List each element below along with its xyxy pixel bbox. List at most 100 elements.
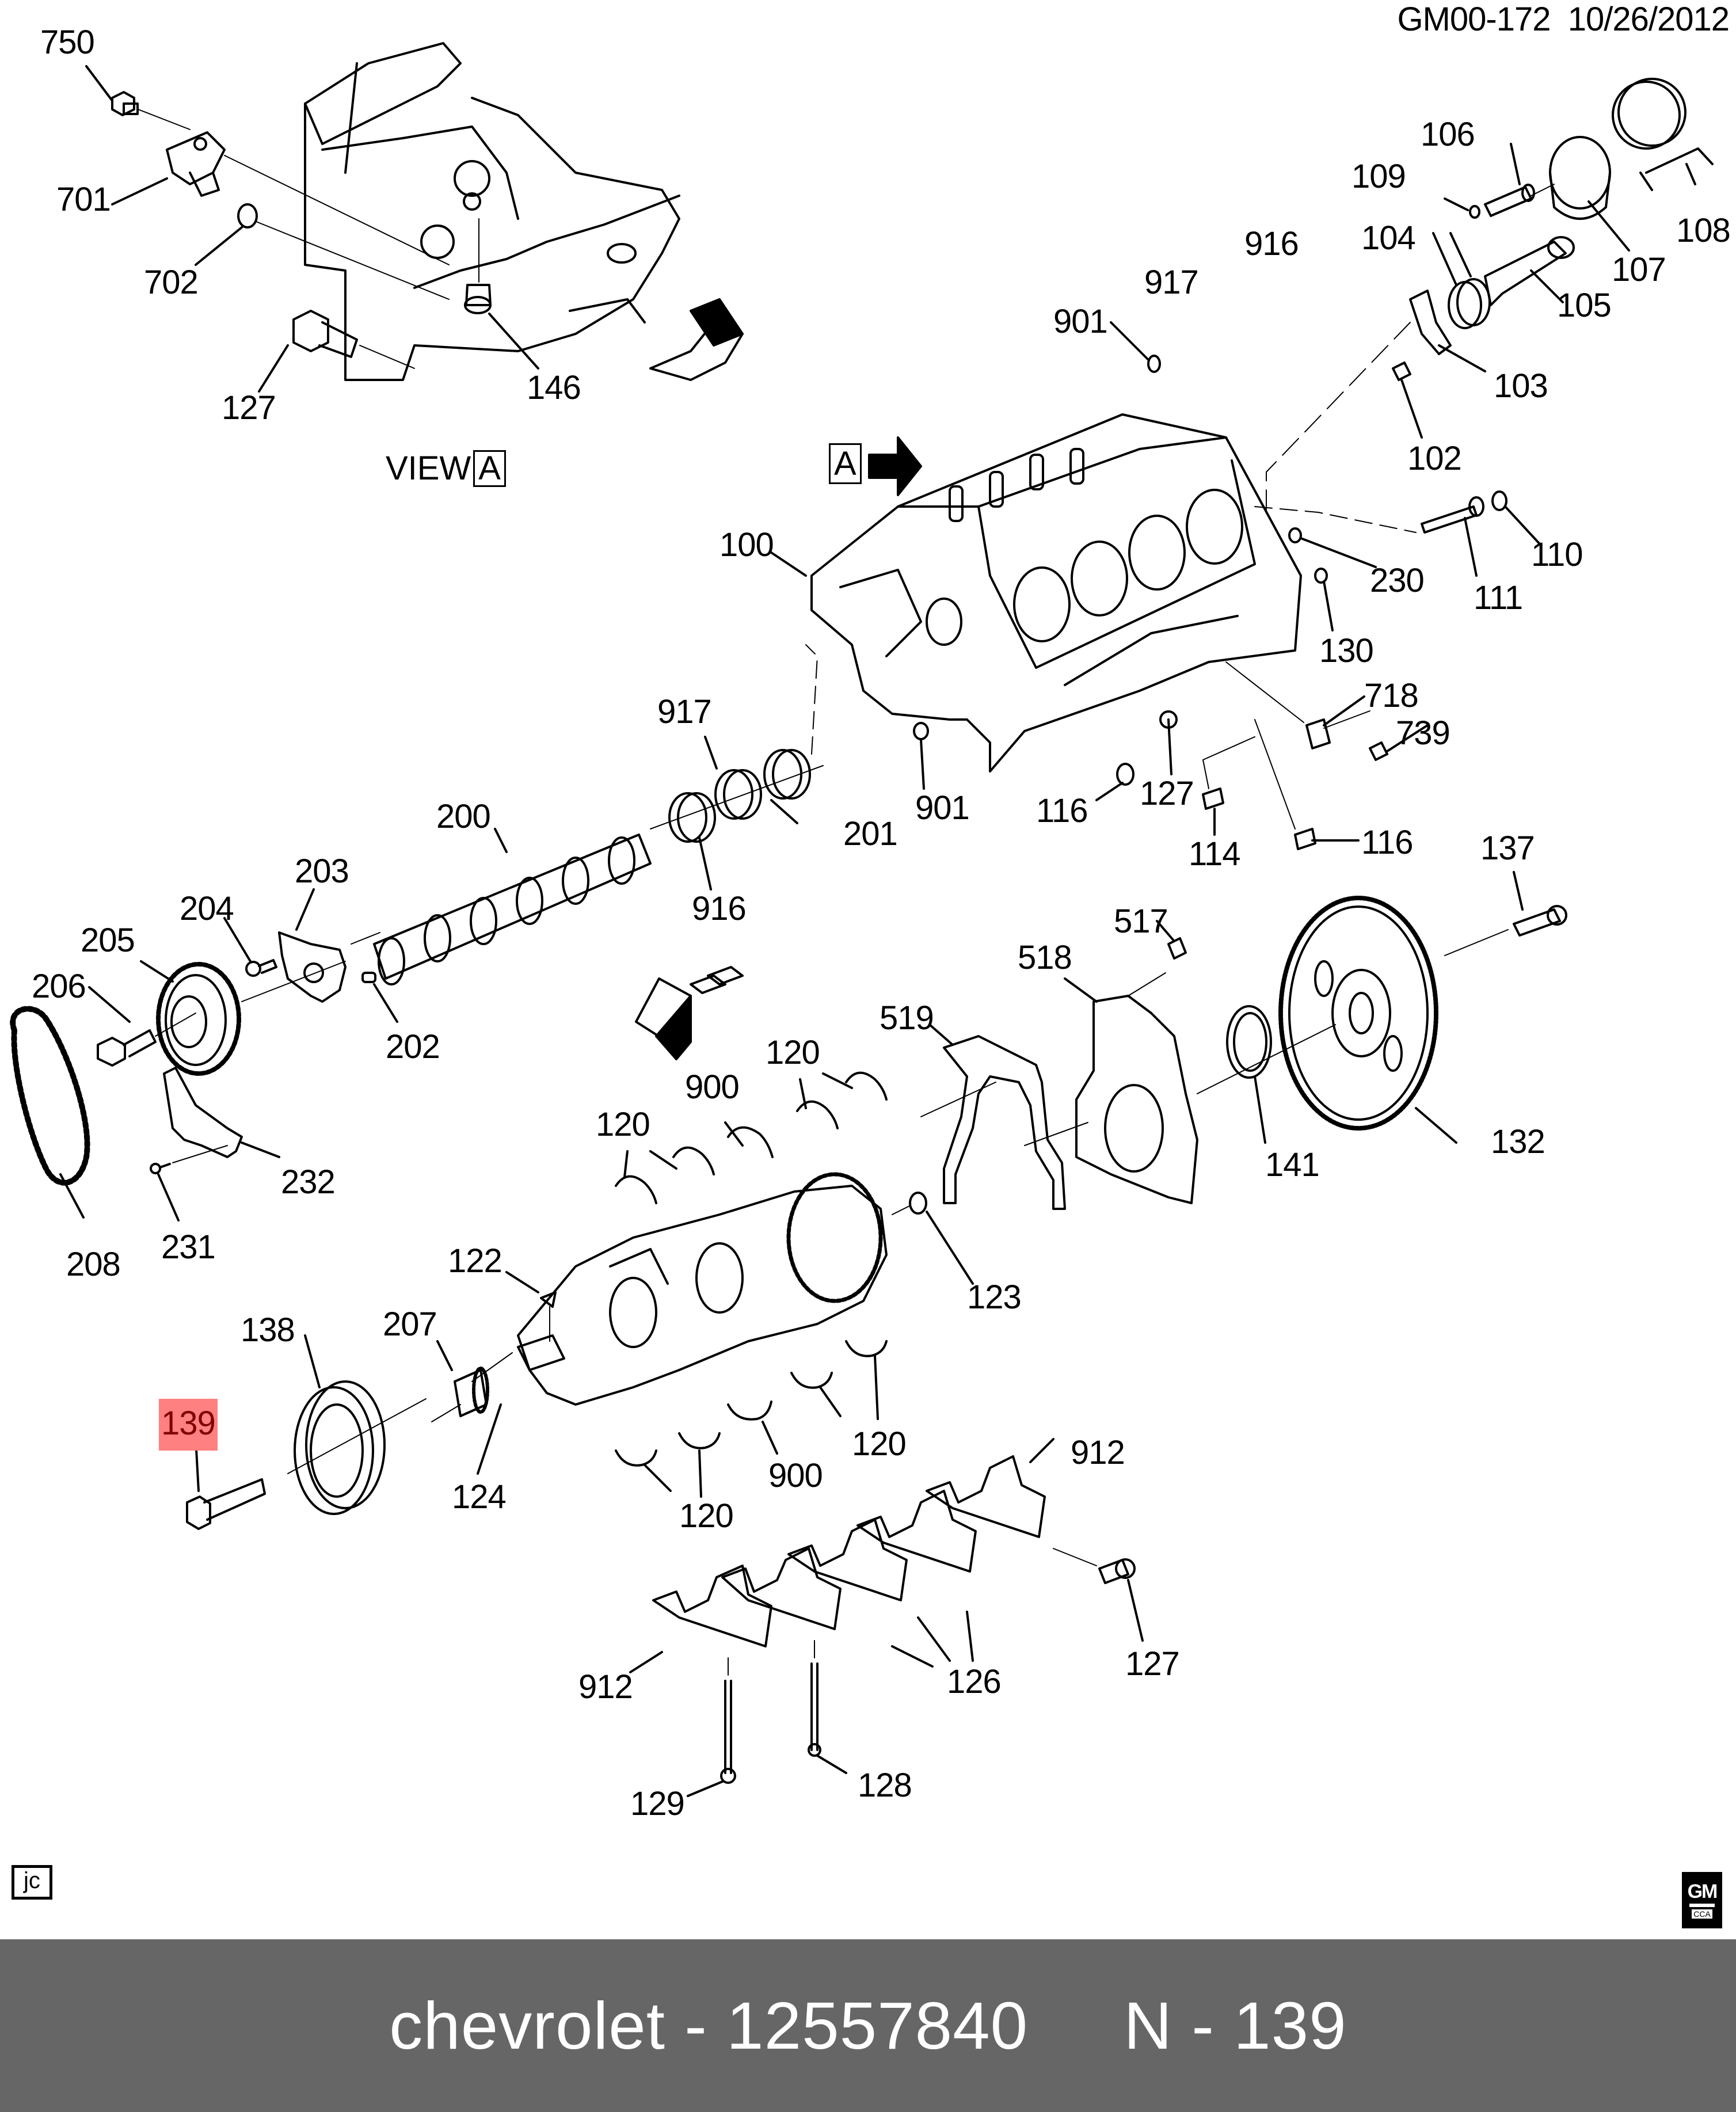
callout-122[interactable]: 122 [448, 1242, 502, 1280]
callout-917b[interactable]: 917 [657, 693, 712, 730]
callout-900a[interactable]: 900 [685, 1068, 740, 1106]
part-107-piston [1549, 136, 1630, 252]
callout-912b[interactable]: 912 [578, 1668, 633, 1706]
callout-104[interactable]: 104 [1361, 219, 1416, 257]
callout-137[interactable]: 137 [1480, 829, 1535, 867]
callout-901b[interactable]: 901 [915, 789, 970, 827]
callout-106[interactable]: 106 [1421, 116, 1475, 153]
callout-124[interactable]: 124 [452, 1478, 507, 1516]
callout-120d[interactable]: 120 [679, 1497, 734, 1535]
callout-108[interactable]: 108 [1676, 212, 1731, 249]
callout-230[interactable]: 230 [1370, 562, 1425, 599]
part-main-bearings-upper [615, 1071, 888, 1204]
callout-739[interactable]: 739 [1396, 714, 1451, 752]
callout-718[interactable]: 718 [1364, 677, 1419, 714]
callout-750[interactable]: 750 [40, 24, 95, 61]
callout-116b[interactable]: 116 [1361, 824, 1413, 861]
callout-916b[interactable]: 916 [692, 890, 747, 927]
part-104-bearings [1432, 232, 1491, 329]
part-206-bolt [88, 986, 196, 1067]
part-114-116-plugs [913, 710, 1360, 850]
gm-cca-logo: GM CCA [1682, 1872, 1722, 1928]
part-130-plug [1314, 568, 1334, 631]
callout-141[interactable]: 141 [1265, 1146, 1320, 1184]
callout-232[interactable]: 232 [281, 1163, 336, 1201]
callout-114[interactable]: 114 [1189, 835, 1240, 873]
callout-517[interactable]: 517 [1114, 903, 1168, 940]
callout-912a[interactable]: 912 [1071, 1434, 1125, 1471]
part-100-engine-block [770, 413, 1302, 773]
callout-139[interactable]: 139 [159, 1399, 218, 1451]
callout-107[interactable]: 107 [1612, 251, 1666, 288]
callout-518[interactable]: 518 [1018, 939, 1072, 976]
part-138-balancer [287, 1334, 427, 1515]
callout-127b[interactable]: 127 [1140, 775, 1194, 812]
callout-126[interactable]: 126 [947, 1663, 1002, 1700]
callout-128[interactable]: 128 [858, 1767, 912, 1804]
part-139-bolt [186, 1438, 266, 1530]
part-232-chain-guide [163, 1067, 280, 1158]
callout-201[interactable]: 201 [843, 815, 898, 853]
callout-200[interactable]: 200 [436, 798, 491, 835]
callout-129[interactable]: 129 [630, 1785, 685, 1822]
callout-702[interactable]: 702 [144, 264, 199, 301]
view-a-block-detail [304, 42, 680, 381]
callout-916a[interactable]: 916 [1244, 225, 1299, 262]
callout-146[interactable]: 146 [527, 369, 581, 406]
callout-120a[interactable]: 120 [766, 1034, 820, 1071]
callout-132[interactable]: 132 [1491, 1123, 1545, 1160]
view-a-marker-box: A [829, 443, 862, 484]
sheet-id: GM00-172 10/26/2012 [1397, 0, 1730, 39]
callout-102[interactable]: 102 [1407, 440, 1462, 477]
callout-111[interactable]: 111 [1474, 579, 1523, 617]
part-231-bolt [150, 1145, 228, 1221]
part-109-retainer [1444, 197, 1480, 219]
callout-110[interactable]: 110 [1531, 536, 1583, 573]
corner-tag: jc [12, 1865, 52, 1900]
view-label-box: A [473, 450, 506, 487]
part-517-bolt [1156, 920, 1187, 960]
part-202-dowel [351, 932, 398, 1023]
footer-banner: chevrolet - 12557840 N - 139 [0, 1939, 1736, 2112]
callout-130[interactable]: 130 [1319, 632, 1374, 669]
logo-cca-text: CCA [1692, 1909, 1712, 1919]
callout-901a[interactable]: 901 [1053, 303, 1108, 340]
callout-105[interactable]: 105 [1557, 287, 1612, 324]
callout-519[interactable]: 519 [880, 999, 934, 1037]
callout-120b[interactable]: 120 [596, 1106, 650, 1143]
part-739-bolt [1369, 724, 1429, 761]
callout-917a[interactable]: 917 [1144, 264, 1199, 301]
callout-900b[interactable]: 900 [768, 1457, 823, 1494]
callout-204[interactable]: 204 [180, 890, 234, 927]
callout-206[interactable]: 206 [32, 968, 86, 1005]
callout-203[interactable]: 203 [295, 853, 349, 890]
part-203-plate [241, 888, 347, 1003]
callout-123[interactable]: 123 [967, 1278, 1022, 1316]
callout-138[interactable]: 138 [241, 1311, 295, 1349]
callout-103[interactable]: 103 [1494, 367, 1548, 405]
callout-127a[interactable]: 127 [222, 389, 276, 427]
part-207-crank-sprocket [431, 1340, 489, 1422]
callout-116a[interactable]: 116 [1036, 792, 1088, 829]
part-205-cam-sprocket [140, 960, 241, 1076]
callout-120c[interactable]: 120 [852, 1425, 907, 1463]
part-124-crankshaft [471, 1172, 888, 1475]
part-901-plug-top [1110, 321, 1161, 373]
callout-231[interactable]: 231 [161, 1228, 216, 1266]
part-127-bolt-view-a [258, 310, 415, 393]
part-702-oring [195, 203, 450, 300]
callout-127c[interactable]: 127 [1125, 1645, 1180, 1683]
callout-207[interactable]: 207 [383, 1306, 437, 1343]
front-arrow-view-a [649, 298, 744, 381]
part-137-bolt [1444, 871, 1567, 956]
callout-100[interactable]: 100 [719, 526, 774, 564]
part-128-stud [808, 1640, 847, 1774]
callout-202[interactable]: 202 [386, 1028, 440, 1065]
sheet-number: GM00-172 [1397, 1, 1551, 38]
callout-701[interactable]: 701 [56, 181, 111, 218]
front-arrow-middle [635, 966, 744, 1060]
callout-208[interactable]: 208 [66, 1246, 121, 1283]
callout-109[interactable]: 109 [1352, 158, 1406, 195]
callout-205[interactable]: 205 [81, 922, 135, 959]
